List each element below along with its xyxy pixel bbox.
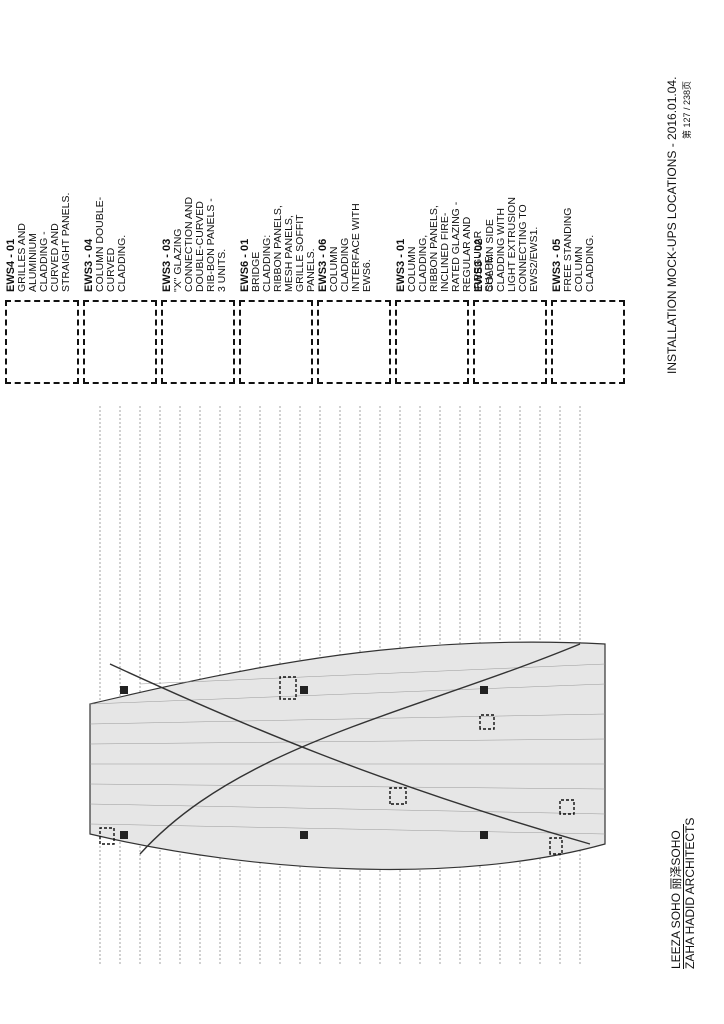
atrium-elevation-drawing — [89, 404, 606, 964]
thumb-image — [317, 300, 391, 384]
columns — [120, 686, 488, 839]
thumb-ews4-01 — [5, 300, 79, 384]
callout-markers — [99, 676, 575, 855]
thumb-image — [473, 300, 547, 384]
thumb-image — [395, 300, 469, 384]
callout-desc: COLUMN CLADDING INTERFACE WITH EWS6. — [328, 203, 373, 292]
thumb-image — [161, 300, 235, 384]
callout-desc: BRIDGE CLADDING: RIBBON PANELS, MESH PAN… — [250, 205, 317, 292]
ribbons — [109, 643, 591, 855]
callout-desc: COLUMN DOUBLE-CURVED CLADDING. — [94, 196, 128, 292]
callout-column — [575, 0, 724, 1024]
atrium-outline — [89, 641, 606, 871]
thumb-image — [239, 300, 313, 384]
thumb-image — [83, 300, 157, 384]
callout-desc: "X" GLAZING CONNECTION AND DOUBLE-CURVED… — [172, 196, 228, 292]
callout-desc: GRILLES AND ALUMINIUM CLADDING - CURVED … — [16, 192, 72, 292]
callout-desc: COLUMN SIDE CLADDING WITH LIGHT EXTRUSIO… — [484, 197, 540, 292]
